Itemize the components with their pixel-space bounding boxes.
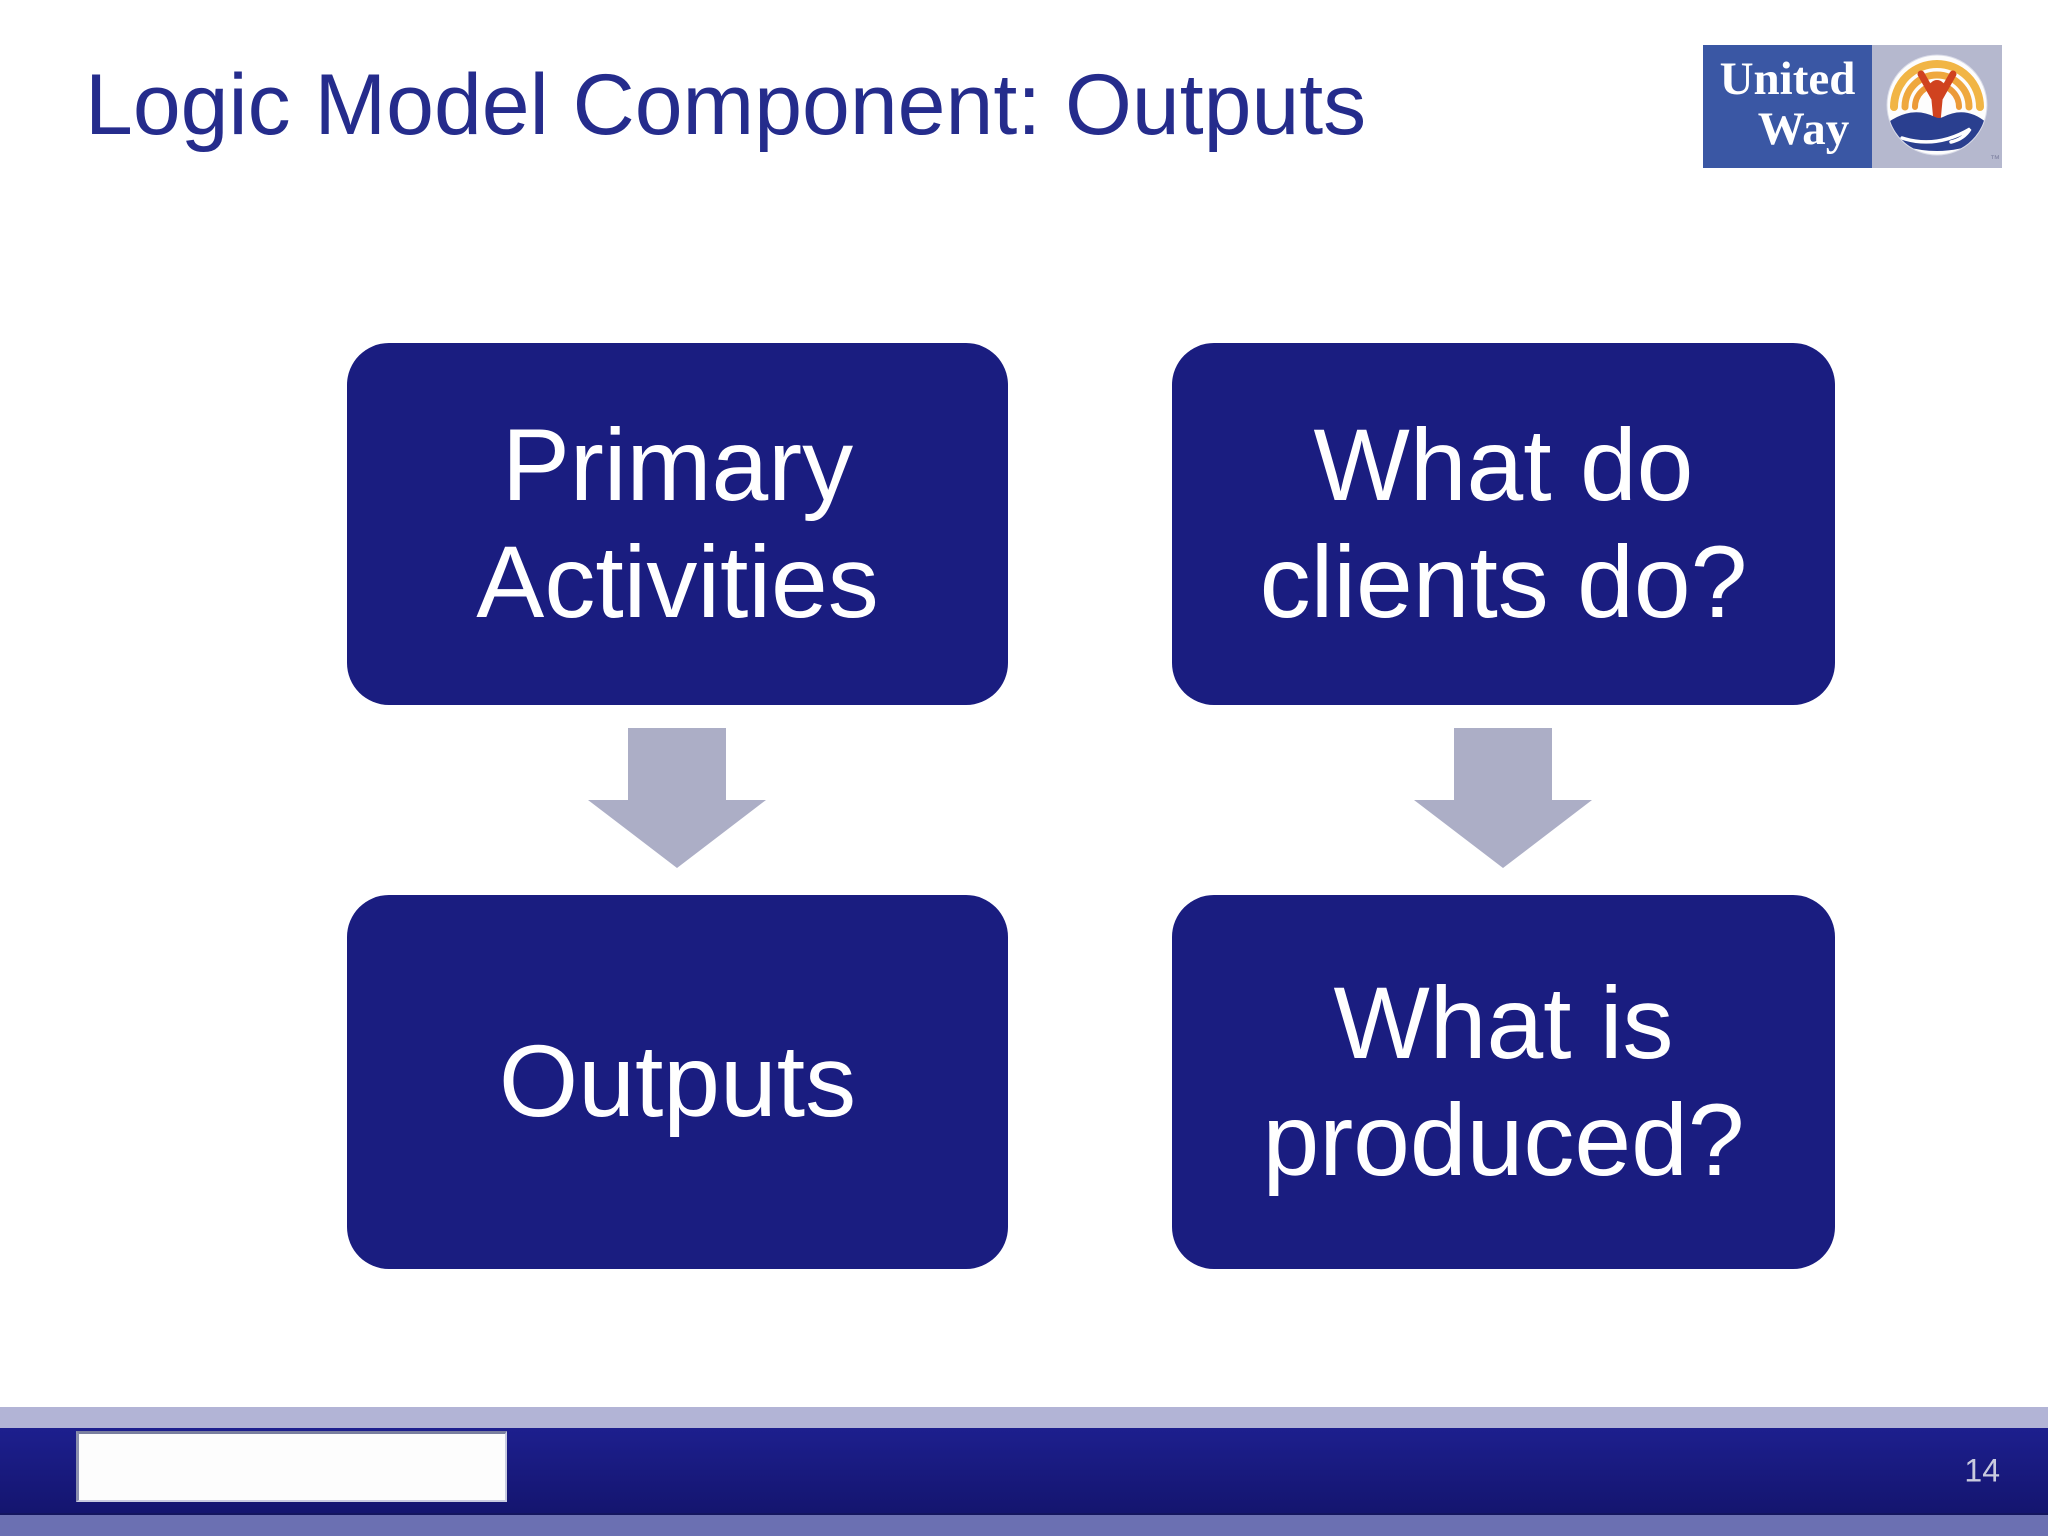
page-number: 14	[1964, 1452, 2000, 1488]
footer-bottom-strip	[0, 1513, 2048, 1536]
wordmark-line1: United	[1719, 53, 1856, 105]
united-way-wordmark: United Way	[1703, 45, 1872, 168]
footer-accent-strip	[0, 1407, 2048, 1428]
flow-box-what-do-clients-do: What do clients do?	[1172, 343, 1835, 705]
flow-box-label: What is produced?	[1262, 965, 1745, 1197]
footer-bar: 14	[0, 1428, 2048, 1513]
flow-box-outputs: Outputs	[347, 895, 1008, 1269]
united-way-emblem-icon: ™	[1872, 45, 2002, 168]
flow-box-label: Outputs	[498, 1024, 857, 1139]
flow-box-label: Primary Activities	[476, 407, 879, 639]
down-arrow-icon	[588, 728, 766, 868]
wordmark-line2: Way	[1757, 103, 1850, 155]
flow-box-primary-activities: Primary Activities	[347, 343, 1008, 705]
flow-box-what-is-produced: What is produced?	[1172, 895, 1835, 1269]
footer-placeholder-box	[76, 1431, 507, 1502]
page-title: Logic Model Component: Outputs	[85, 57, 1367, 153]
united-way-logo: United Way	[1703, 45, 2002, 168]
down-arrow-icon	[1414, 728, 1592, 868]
flow-box-label: What do clients do?	[1259, 407, 1748, 639]
trademark-symbol: ™	[1990, 154, 2000, 165]
